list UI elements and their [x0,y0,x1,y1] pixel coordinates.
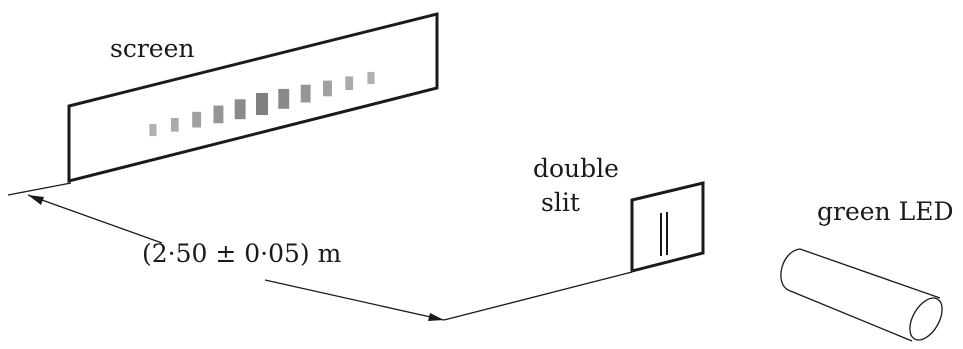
screen-panel [67,12,439,183]
arrowhead-left-icon [28,195,44,205]
distance-baseline [7,182,72,196]
double-slit-panel [630,181,705,273]
fringe-7 [278,88,290,109]
screen-label: screen [110,34,194,63]
distance-arrow-right [264,279,445,321]
arrowhead-right-icon [428,313,444,321]
fringe-2 [170,118,179,132]
fringe-10 [345,76,354,90]
distance-arrow-left [27,194,163,244]
fringe-8 [300,84,311,103]
fringe-4 [213,105,224,124]
interference-fringes [149,71,375,137]
double-slit-label-line1: double [533,154,619,183]
distance-label: (2·50 ± 0·05) m [142,239,342,268]
fringe-1 [149,123,157,137]
green-led-icon [780,248,943,342]
slit-to-arrow-line [443,271,633,321]
double-slit-label-line2: slit [541,188,580,217]
fringe-11 [367,71,375,85]
fringe-6 [256,93,268,115]
fringe-9 [323,80,332,97]
fringe-5 [234,99,246,120]
fringe-3 [192,111,202,128]
green-led-label: green LED [817,197,954,226]
